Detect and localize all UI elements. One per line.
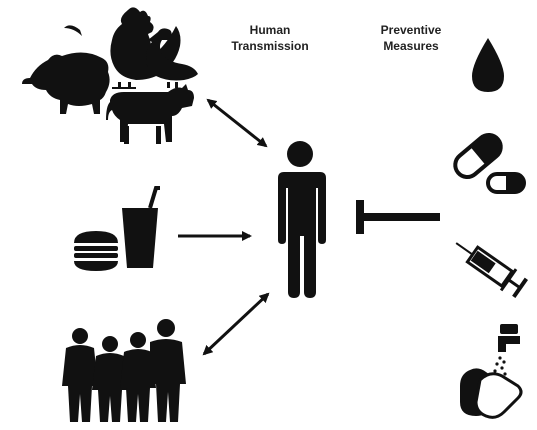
heading-line: Transmission [231,39,309,53]
duck-icon [146,28,198,88]
human-transmission-heading: Human Transmission [228,22,312,54]
livestock-human-arrow [206,98,268,148]
pig-icon [22,52,110,114]
drink-cup-icon [122,186,160,268]
heading-line: Human [249,23,291,37]
syringe-icon [455,242,529,298]
inhibition-bar [356,200,440,234]
preventive-measures-heading: Preventive Measures [368,22,454,54]
capsule-pills-icon [453,133,526,194]
crowd-of-people-icon [62,319,186,422]
cow-icon [106,84,194,144]
heading-line: Measures [383,39,439,53]
person-icon [278,141,326,298]
handwashing-faucet-icon [460,324,523,419]
burger-icon [74,231,118,271]
crowd-human-arrow [202,292,270,356]
heading-line: Preventive [380,23,442,37]
water-drop-icon [472,38,504,92]
